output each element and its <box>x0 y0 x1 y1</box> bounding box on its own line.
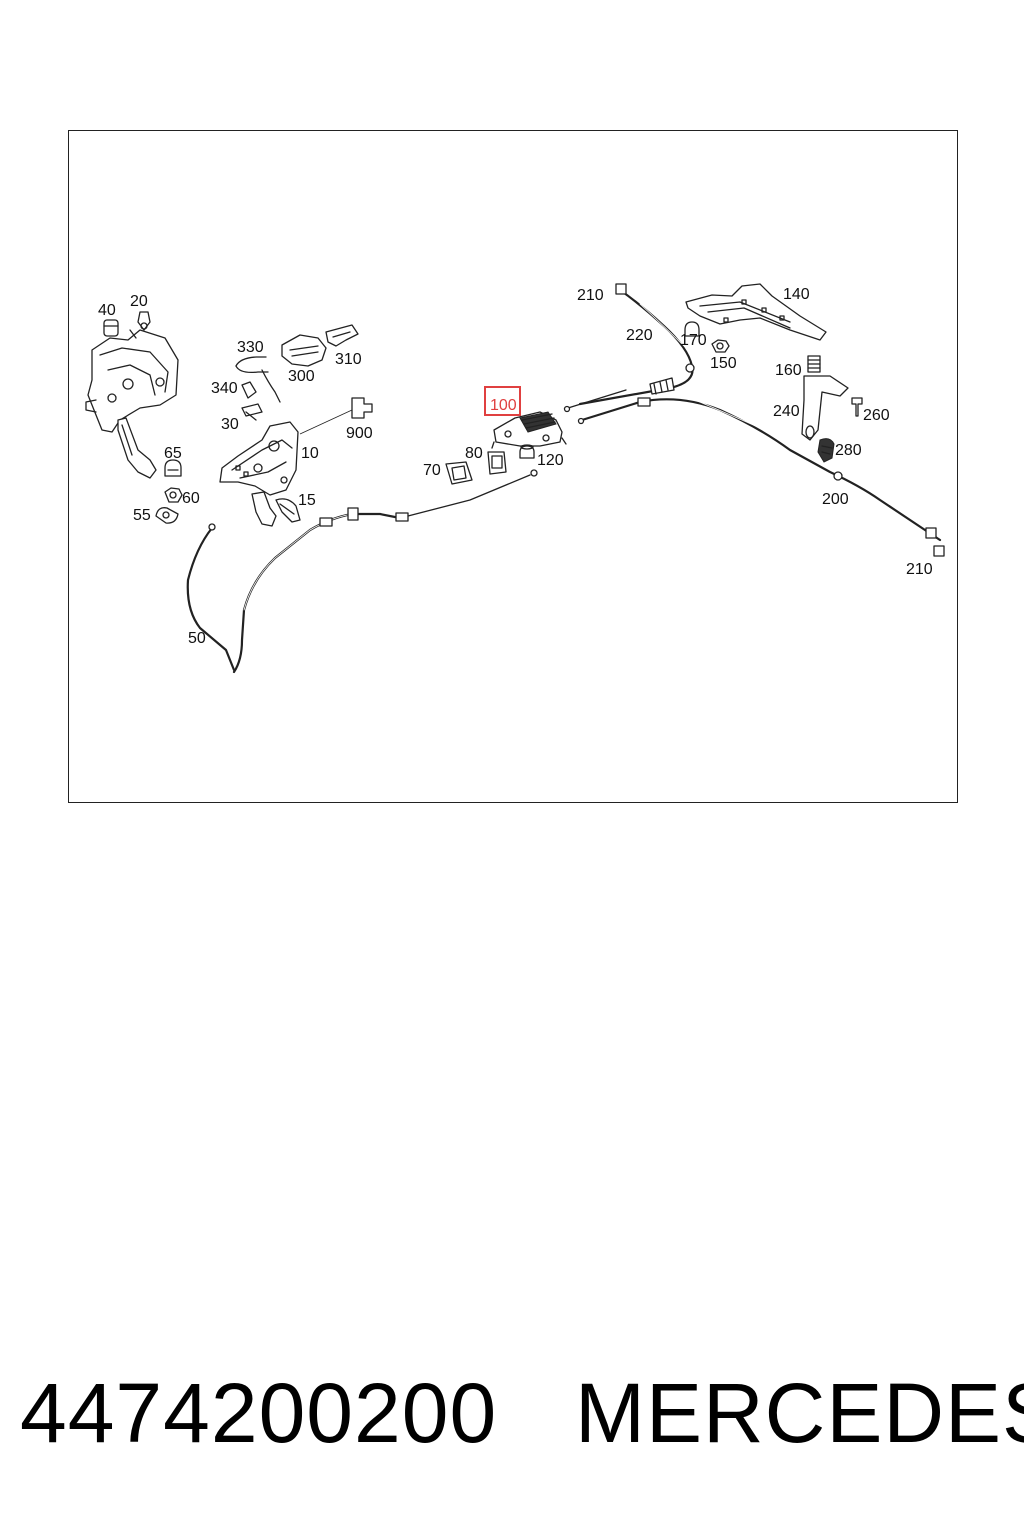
callout-120: 120 <box>537 452 564 469</box>
diagram-frame <box>68 130 958 803</box>
callout-labels: 40 20 330 310 300 340 30 900 10 65 60 55… <box>98 286 933 647</box>
callout-210-bottom: 210 <box>906 561 933 578</box>
part-number: 4474200200 <box>20 1366 498 1460</box>
callout-60: 60 <box>182 490 200 507</box>
callout-240: 240 <box>773 403 800 420</box>
callout-300: 300 <box>288 368 315 385</box>
callout-10: 10 <box>301 445 319 462</box>
callout-80: 80 <box>465 445 483 462</box>
release-lever-assembly <box>219 324 373 527</box>
brand-name: MERCEDES <box>575 1366 1024 1460</box>
callout-340: 340 <box>211 380 238 397</box>
bracket-80-70 <box>445 444 535 485</box>
callout-170: 170 <box>680 332 707 349</box>
callout-65: 65 <box>164 445 182 462</box>
callout-260: 260 <box>863 407 890 424</box>
callout-160: 160 <box>775 362 802 379</box>
callout-900: 900 <box>346 425 373 442</box>
callout-15: 15 <box>298 492 316 509</box>
callout-50: 50 <box>188 630 206 647</box>
brake-cable-200 <box>577 393 945 557</box>
small-parts-left <box>155 459 183 524</box>
callout-310: 310 <box>335 351 362 368</box>
brake-cable-50 <box>186 469 538 674</box>
callout-220: 220 <box>626 327 653 344</box>
highlight-box-100 <box>484 386 521 416</box>
pedal-bracket-assembly <box>85 311 179 479</box>
callout-30: 30 <box>221 416 239 433</box>
callout-330: 330 <box>237 339 264 356</box>
callout-140: 140 <box>783 286 810 303</box>
callout-20: 20 <box>130 293 148 310</box>
footer-caption: 4474200200 MERCEDES <box>0 1365 1024 1475</box>
callout-280: 280 <box>835 442 862 459</box>
callout-210-top: 210 <box>577 287 604 304</box>
mounting-bracket-140 <box>684 283 827 353</box>
callout-55: 55 <box>133 507 151 524</box>
callout-40: 40 <box>98 302 116 319</box>
parking-brake-lever-100 <box>491 411 567 449</box>
callout-100: 100 <box>490 397 517 414</box>
callout-150: 150 <box>710 355 737 372</box>
cable-support-240 <box>801 355 863 463</box>
callout-70: 70 <box>423 462 441 479</box>
callout-200: 200 <box>822 491 849 508</box>
brake-cable-220 <box>563 283 695 413</box>
